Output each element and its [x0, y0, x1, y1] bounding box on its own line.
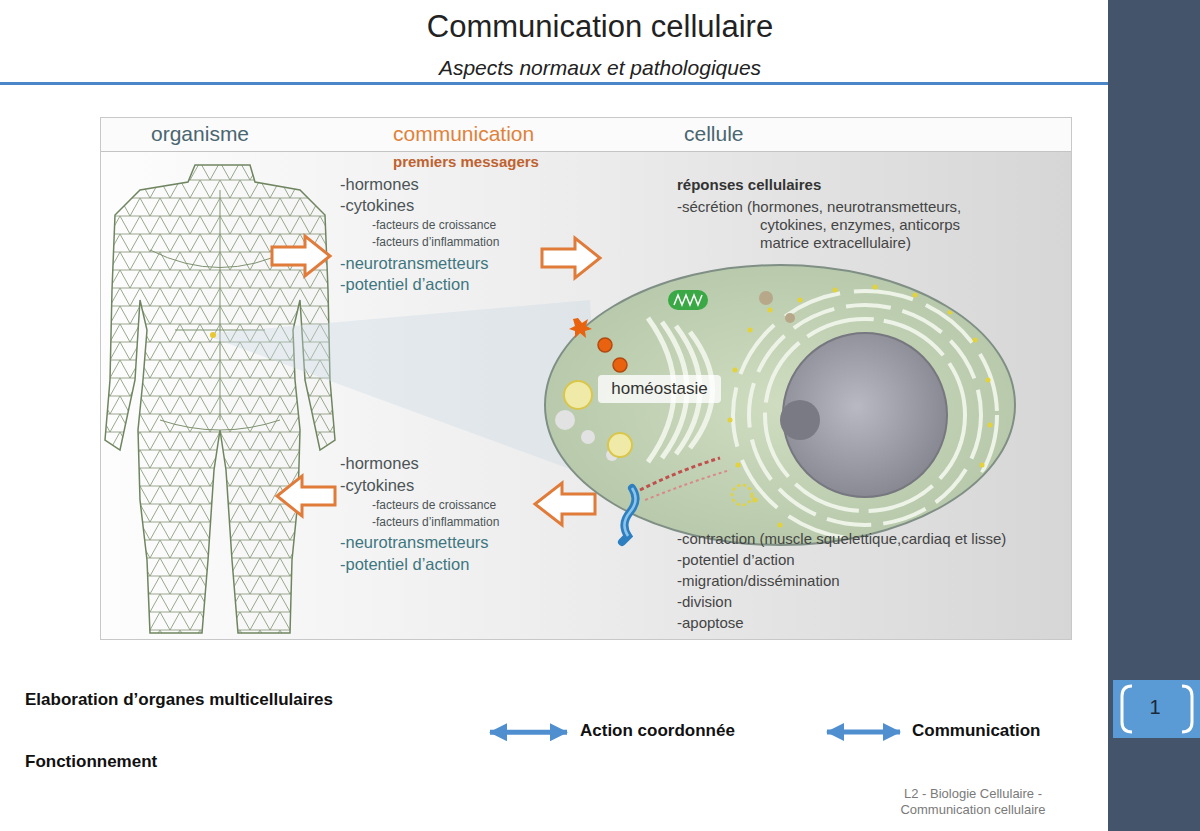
messenger-item: -neurotransmetteurs: [340, 254, 489, 274]
section-heading: premiers messagers: [393, 153, 539, 171]
messenger-item: -potentiel d’action: [340, 275, 469, 295]
concept-text: Fonctionnement: [25, 752, 157, 772]
messenger-item: -potentiel d’action: [340, 555, 469, 575]
concept-text: Communication: [912, 721, 1040, 741]
response-item: -division: [677, 593, 732, 611]
concept-text: Action coordonnée: [580, 721, 735, 741]
response-item: -contraction (muscle squelettique,cardia…: [677, 530, 1006, 548]
double-arrow: [827, 730, 900, 735]
page-number-box: [1113, 680, 1200, 738]
footer-note: L2 - Biologie Cellulaire - Communication…: [858, 786, 1088, 819]
header-rule: [0, 82, 1108, 85]
bracket-left: [1122, 686, 1132, 732]
concept-box: Action coordonnée: [572, 718, 822, 746]
state-label: homéostasie: [598, 379, 721, 399]
page-number: 1: [1140, 695, 1170, 719]
messenger-subitem: -facteurs de croissance: [372, 498, 496, 512]
response-item: -apoptose: [677, 614, 744, 632]
double-arrow: [490, 730, 567, 735]
response-item: -migration/dissémination: [677, 572, 840, 590]
concept-text: Elaboration d’organes multicellulaires: [25, 690, 333, 710]
messenger-subitem: -facteurs d’inflammation: [372, 235, 499, 249]
messenger-item: -hormones: [340, 175, 419, 195]
messenger-subitem: -facteurs d’inflammation: [372, 515, 499, 529]
column-header: cellule: [684, 121, 744, 146]
response-item: -potentiel d’action: [677, 551, 795, 569]
state-box: homéostasie: [598, 375, 721, 403]
messenger-item: -hormones: [340, 454, 419, 474]
column-header: organisme: [151, 121, 249, 146]
response-item: -sécrétion (hormones, neurotransmetteurs…: [677, 198, 1005, 252]
slide-subtitle: Aspects normaux et pathologiques: [300, 55, 900, 80]
figure-panel: organisme communication cellule homéostasie: [100, 117, 1072, 640]
messenger-subitem: -facteurs de croissance: [372, 218, 496, 232]
concept-box: Communication: [905, 718, 1103, 746]
messenger-item: -cytokines: [340, 476, 414, 496]
slide-title: Communication cellulaire: [300, 8, 900, 45]
messenger-item: -neurotransmetteurs: [340, 533, 489, 553]
concept-block: Elaboration d’organes multicellulairesFo…: [20, 685, 485, 780]
column-header: communication: [393, 121, 534, 146]
messenger-item: -cytokines: [340, 196, 414, 216]
section-heading: réponses cellulaires: [677, 176, 821, 194]
bracket-right: [1182, 686, 1192, 732]
